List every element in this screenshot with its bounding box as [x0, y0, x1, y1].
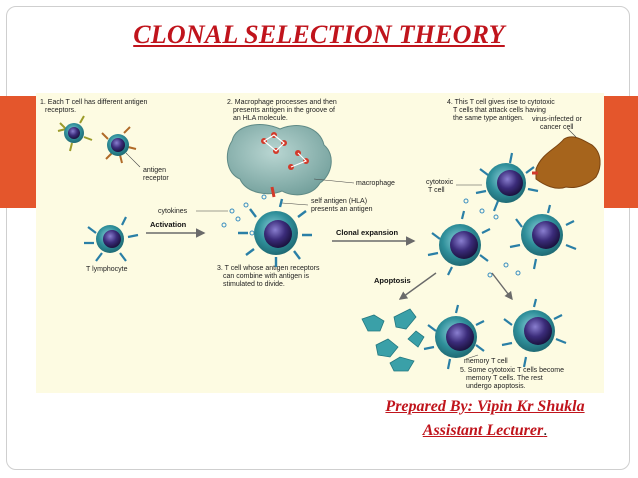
t-lymphocyte-label: T lymphocyte: [86, 266, 128, 273]
apoptotic-fragments: [361, 308, 425, 372]
step2-text: 2. Macrophage processes and then present…: [227, 99, 339, 122]
step3-text: 3. T cell whose antigen receptors can co…: [217, 265, 321, 288]
cytokine-dots: [221, 194, 267, 236]
prepared-by-text: Prepared By: Vipin Kr Shukla: [385, 398, 585, 415]
apoptosis-label: Apoptosis: [374, 276, 411, 285]
cytotoxic-cell-1: [475, 152, 539, 212]
cytokines-label: cytokines: [158, 208, 188, 215]
slide-title: CLONAL SELECTION THEORY: [133, 20, 505, 49]
t-cell-small-2: [101, 126, 137, 164]
cytokine-dots-right: [463, 198, 521, 278]
step5-text: 5. Some cytotoxic T cells become memory …: [460, 367, 566, 390]
cytotoxic-cell-2: [427, 210, 491, 276]
macrophage-cell: [226, 124, 332, 198]
clonal-expansion-label: Clonal expansion: [336, 228, 399, 237]
activation-label: Activation: [150, 220, 187, 229]
cytotoxic-label: cytotoxic T cell: [426, 179, 455, 194]
memory-t-cell-1: [423, 304, 485, 370]
step4-text: 4. This T cell gives rise to cytotoxic T…: [447, 99, 557, 122]
clonal-selection-diagram: 1. Each T cell has different antigen rec…: [40, 99, 601, 390]
memory-t-cell-2: [501, 298, 567, 368]
left-accent-band: [0, 96, 36, 208]
role-suffix: .: [543, 422, 548, 439]
role-line: Assistant Lecturer.: [360, 422, 610, 440]
step1-text: 1. Each T cell has different antigen rec…: [40, 99, 149, 114]
right-accent-band: [604, 96, 638, 208]
memory-t-cell-label: memory T cell: [464, 358, 508, 365]
antigen-receptor-label: antigen receptor: [143, 167, 169, 182]
virus-infected-cell: [532, 136, 601, 189]
self-antigen-label: self antigen (HLA) presents an antigen: [311, 198, 373, 213]
role-text: Assistant Lecturer: [422, 422, 544, 439]
activated-t-cell: [238, 198, 312, 267]
memory-arrow: [491, 272, 513, 301]
apoptosis-arrow: [398, 272, 437, 300]
slide-frame: [6, 6, 630, 470]
cytotoxic-cell-3: [509, 204, 577, 270]
t-lymphocyte-cell: [84, 216, 139, 262]
t-cell-small-1: [57, 115, 93, 152]
macrophage-label: macrophage: [356, 180, 395, 187]
diagram-panel: 1. Each T cell has different antigen rec…: [36, 93, 604, 393]
virus-infected-label: virus-infected or cancer cell: [532, 116, 584, 131]
